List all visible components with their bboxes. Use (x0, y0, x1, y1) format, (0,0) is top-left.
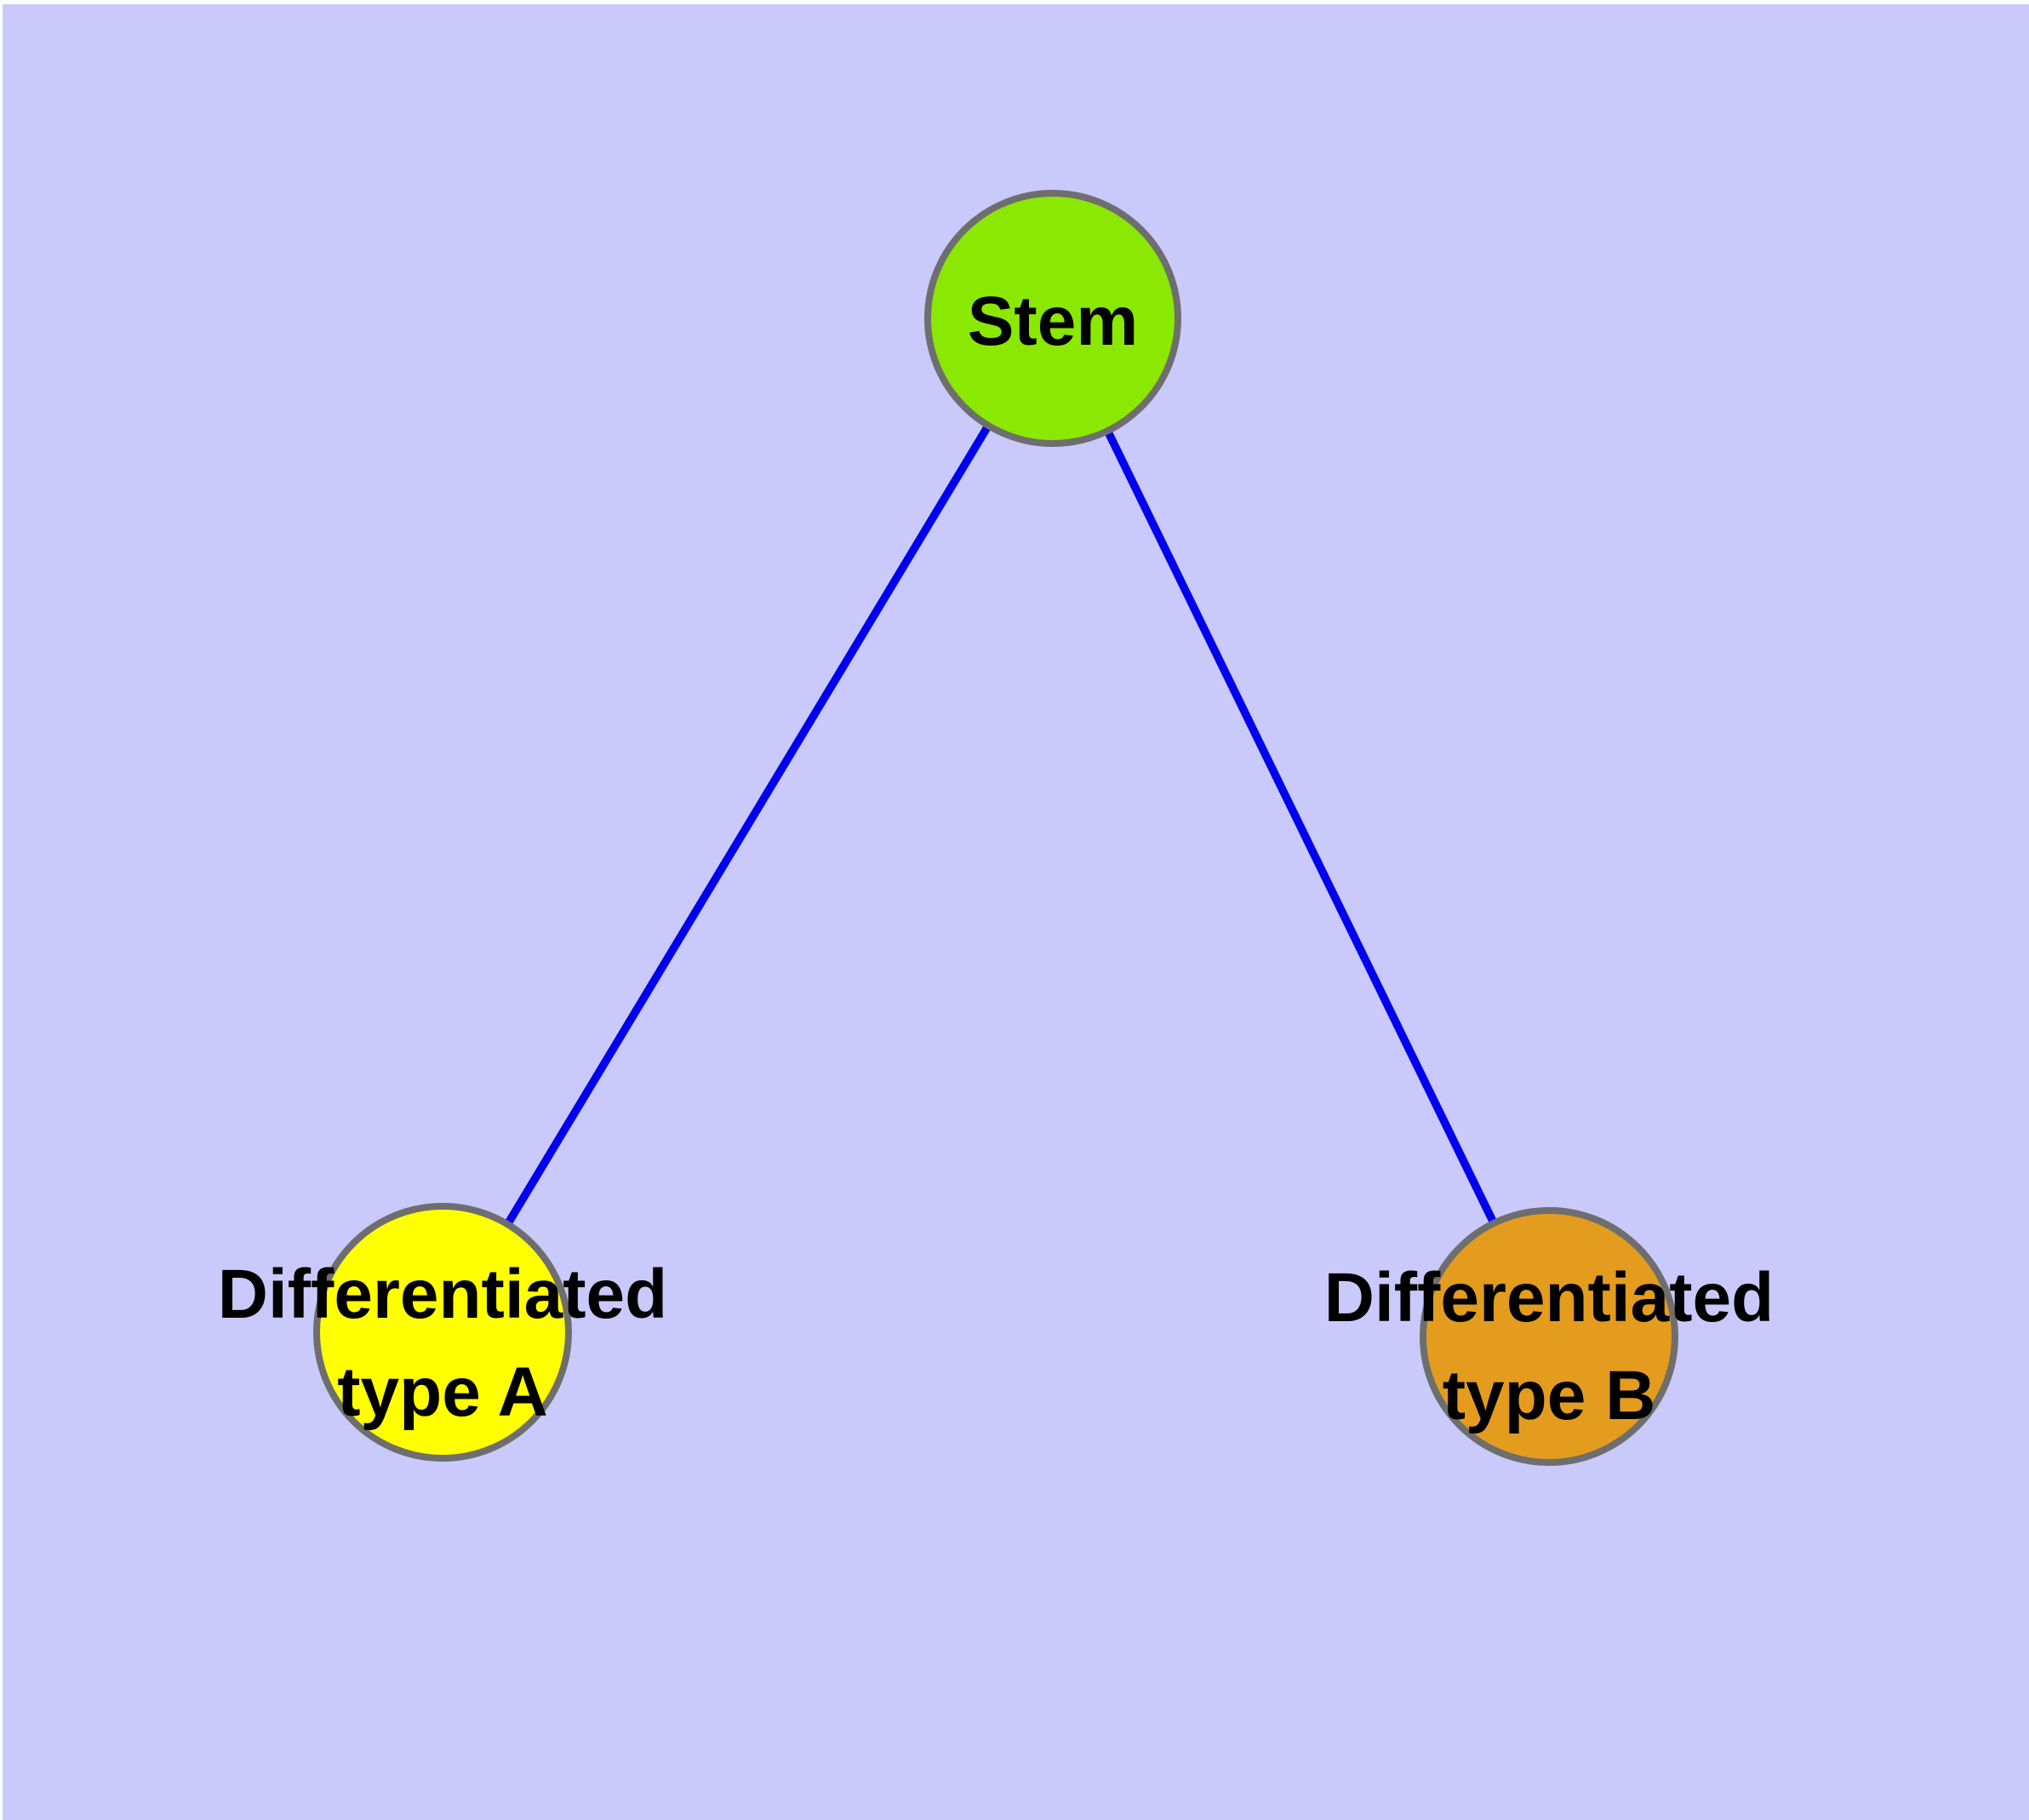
differentiated-type-b-node (1420, 1207, 1678, 1466)
differentiated-type-a-label-line1: Differentiated (218, 1256, 668, 1333)
edge-stem-to-type-b (1049, 316, 1553, 1339)
stem-node (924, 190, 1181, 447)
differentiated-type-a-node (313, 1203, 572, 1462)
differentiated-type-b-label-line1: Differentiated (1324, 1259, 1775, 1336)
edge-stem-to-type-a (438, 316, 1057, 1335)
differentiated-type-a-label-line2: type A (337, 1354, 548, 1431)
stem-node-label: Stem (968, 283, 1139, 360)
differentiated-type-b-label-line2: type B (1443, 1357, 1656, 1434)
